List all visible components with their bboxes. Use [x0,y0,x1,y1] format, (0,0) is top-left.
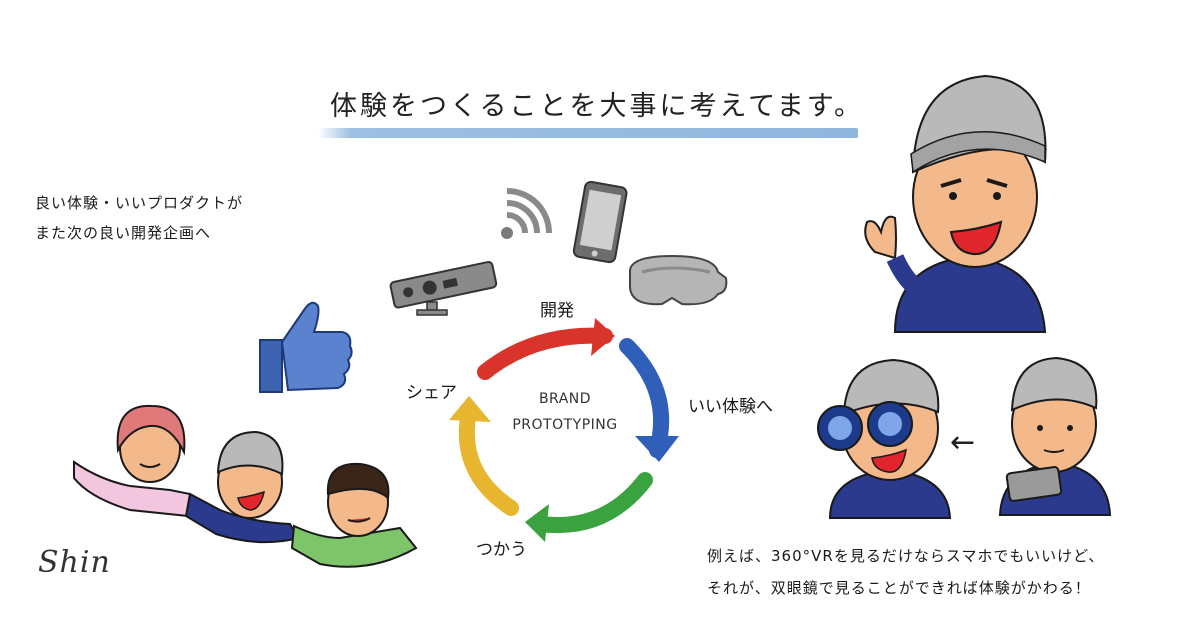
cycle-arrowhead-blue [635,436,679,462]
cycle-arrow-red [477,327,613,380]
phone-character-illustration [998,356,1112,516]
caption-line-1: 例えば、360°VRを見るだけならスマホでもいいけど、 [707,547,1105,565]
cycle-diagram [449,318,679,542]
cycle-step-develop: 開発 [540,301,574,321]
smartphone-icon [572,180,628,264]
artist-signature: Shin [38,545,111,580]
cycle-arrow-yellow [458,404,519,516]
left-arrow-icon: ← [950,425,976,460]
side-note: 良い体験・いいプロダクトが また次の良い開発企画へ [35,188,243,248]
wifi-icon [501,188,552,239]
binoculars-character-illustration [817,358,952,519]
side-note-line-2: また次の良い開発企画へ [35,224,212,242]
cycle-center-line-2: PROTOTYPING [512,417,618,433]
thumbs-up-icon [259,301,353,393]
cycle-arrow-blue [619,338,670,458]
cycle-arrowhead-red [591,318,615,356]
side-note-line-1: 良い体験・いいプロダクトが [35,194,244,212]
caption: 例えば、360°VRを見るだけならスマホでもいいけど、 それが、双眼鏡で見ること… [707,540,1104,604]
caption-line-2: それが、双眼鏡で見ることができれば体験がかわる！ [707,579,1091,597]
cycle-arrow-green [533,472,653,533]
cycle-center-line-1: BRAND [538,391,592,407]
cycle-step-good-experience: いい体験へ [688,397,773,417]
page-title: 体験をつくることを大事に考えてます。 [330,91,865,122]
presenter-character-illustration [864,74,1047,333]
webcam-icon [389,260,498,316]
cycle-arrowhead-yellow [449,396,491,422]
vr-headset-icon [629,254,728,306]
title-underline [318,128,858,138]
cycle-step-use: つかう [476,540,527,560]
cycle-arrowhead-green [525,504,549,542]
cycle-step-share: シェア [406,383,457,403]
cycle-center-label: BRAND PROTOTYPING [500,386,630,438]
group-characters-illustration [73,404,418,568]
